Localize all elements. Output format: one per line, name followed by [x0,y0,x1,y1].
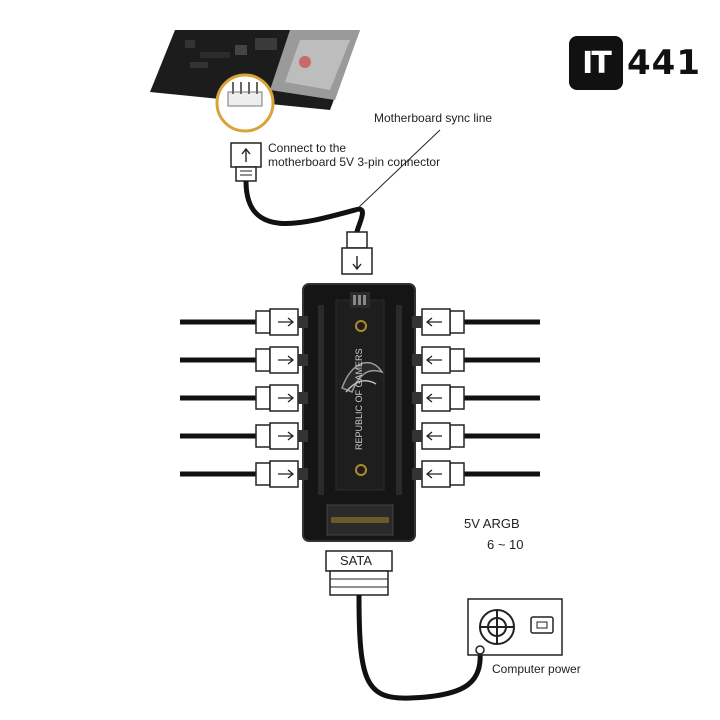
sata-connector [325,550,393,596]
power-socket-icon [530,616,554,634]
sata-label: SATA [340,553,373,568]
left-argb-port-5 [180,460,308,488]
right-port-row [412,308,540,488]
left-argb-port-1 [180,308,308,336]
logo-box-text: IT [569,36,623,90]
right-argb-port-3 [412,384,540,412]
left-argb-port-3 [180,384,308,412]
header-zoom-circle [215,73,275,133]
argb-range-label: 6 ~ 10 [487,537,524,552]
computer-power-supply [467,598,563,656]
right-argb-port-4 [412,422,540,450]
right-argb-port-2 [412,346,540,374]
hub-input-connector [341,231,373,275]
motherboard [150,30,360,110]
connect-label-line2: motherboard 5V 3-pin connector [268,155,441,169]
left-port-row [180,308,308,488]
logo-number: 441 [627,43,701,83]
left-argb-port-4 [180,422,308,450]
motherboard-connector [230,142,262,182]
right-argb-port-5 [412,460,540,488]
power-cable [356,594,483,701]
argb-hub [302,283,416,542]
left-argb-port-2 [180,346,308,374]
computer-power-label: Computer power [492,662,581,676]
connect-label-line1: Connect to the [268,141,347,155]
sync-line-label: Motherboard sync line [374,111,493,125]
hub-brand-text: REPUBLIC OF GAMERS [354,348,364,450]
argb-label: 5V ARGB [464,516,520,531]
right-argb-port-1 [412,308,540,336]
it441-logo: IT 441 [569,36,701,90]
sync-line-pointer [357,129,441,209]
sync-cable [243,180,365,233]
